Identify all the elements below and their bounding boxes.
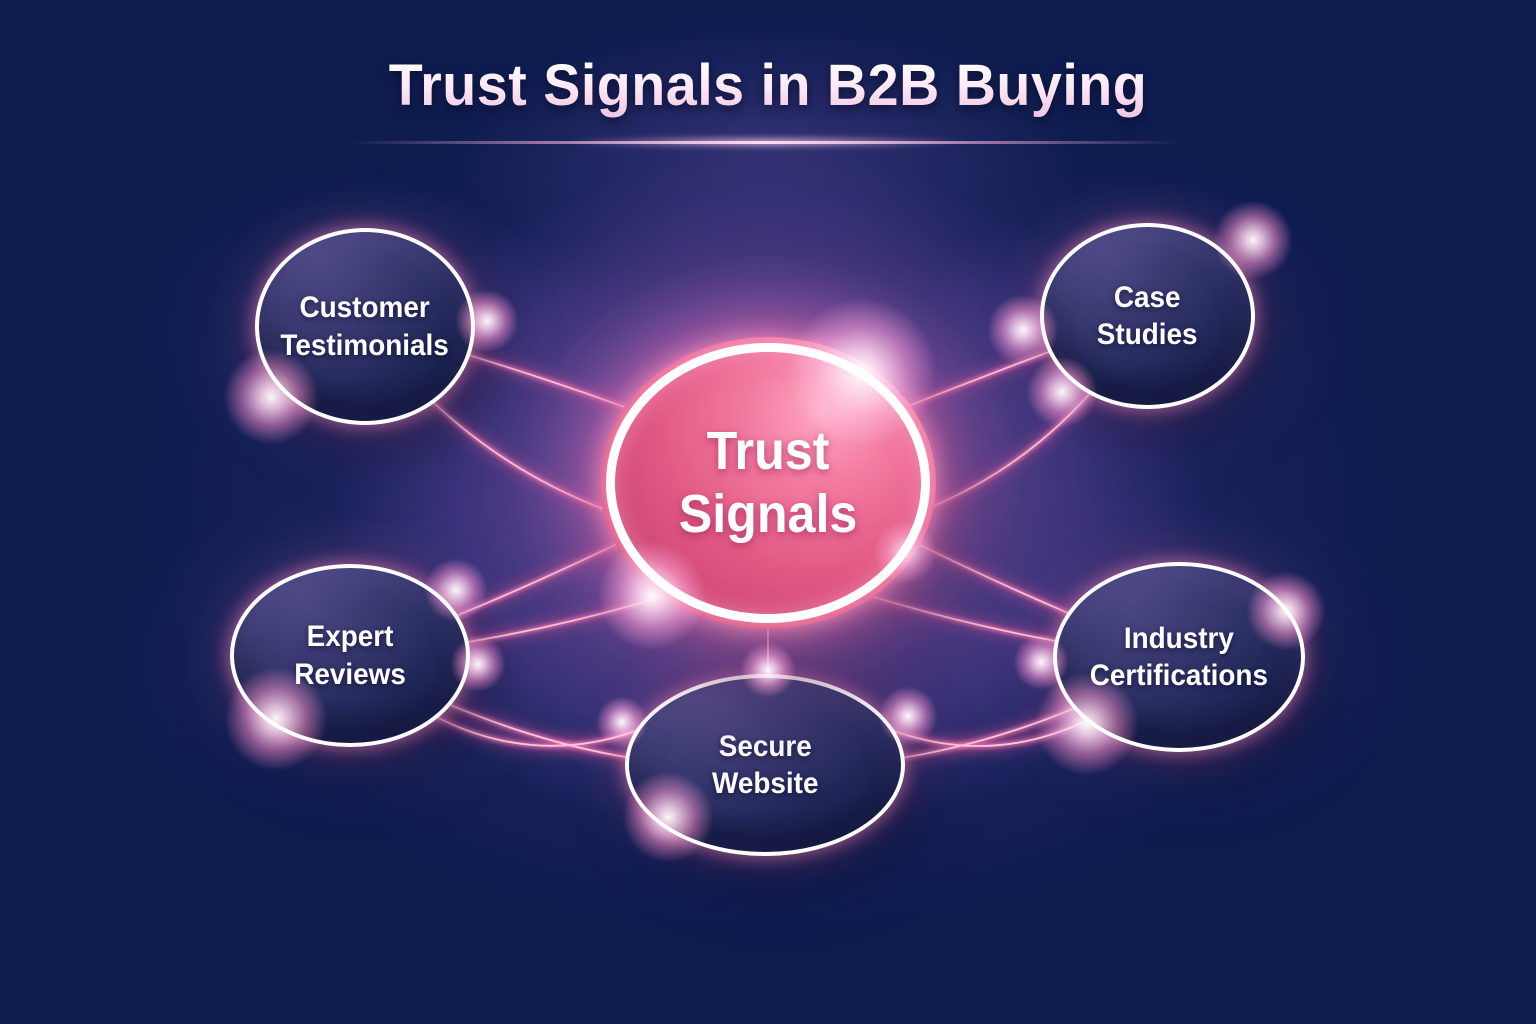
node-label-expert-reviews: Expert Reviews <box>294 620 406 691</box>
center-node-label: Trust Signals <box>678 421 858 544</box>
node-label-industry-certifications: Industry Certifications <box>1089 621 1269 692</box>
title-underline-glow <box>350 136 1182 149</box>
page-title: Trust Signals in B2B Buying <box>31 52 1506 119</box>
node-label-customer-testimonials: Customer Testimonials <box>280 291 450 362</box>
node-label-secure-website: Secure Website <box>711 729 819 800</box>
node-industry-certifications: Industry Certifications <box>1053 562 1305 752</box>
node-customer-testimonials: Customer Testimonials <box>255 228 475 425</box>
node-expert-reviews: Expert Reviews <box>230 564 470 747</box>
node-case-studies: Case Studies <box>1040 223 1255 409</box>
node-label-case-studies: Case Studies <box>1097 280 1198 351</box>
node-secure-website: Secure Website <box>625 674 905 856</box>
node-trust-signals-center: Trust Signals <box>600 337 936 629</box>
